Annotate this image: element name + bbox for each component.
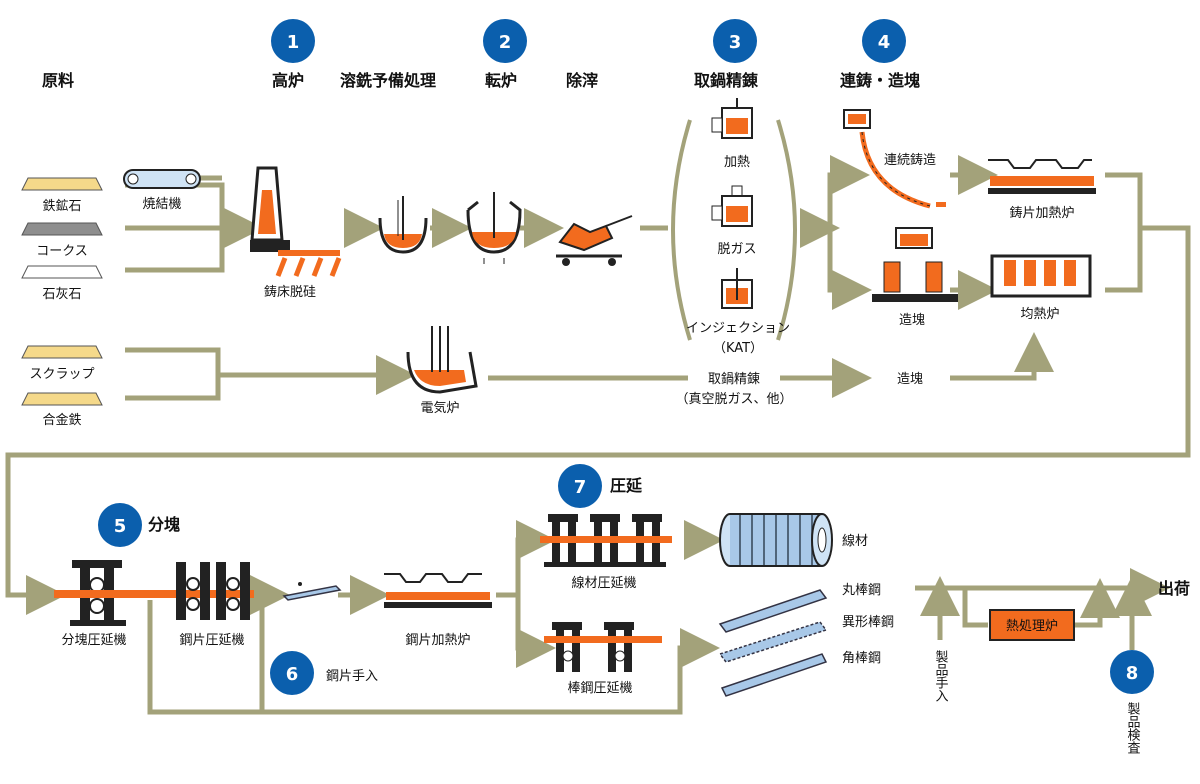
sinter-machine: 焼結機 <box>123 169 201 212</box>
header-ladle-refining: 取鍋精錬 <box>694 71 759 90</box>
heating-label: 加熱 <box>724 155 750 170</box>
product-conditioning-label: 製品手入 <box>933 650 949 702</box>
continuous-caster-icon: 連続鋳造 <box>843 109 946 209</box>
svg-text:鋳片加熱炉: 鋳片加熱炉 <box>1009 205 1074 221</box>
slab-reheating-furnace-icon: 鋳片加熱炉 <box>988 159 1096 221</box>
svg-text:造塊: 造塊 <box>899 312 925 328</box>
svg-text:鋼片圧延機: 鋼片圧延機 <box>179 633 244 648</box>
svg-text:鋼片加熱炉: 鋼片加熱炉 <box>405 633 470 648</box>
scrap-label: スクラップ <box>29 367 94 382</box>
injection-label: インジェクション <box>686 321 790 336</box>
alloy-iron-pile <box>21 392 103 406</box>
ladle-refining2-note: （真空脱ガス、他） <box>675 392 792 407</box>
electric-furnace-icon: 電気炉 <box>406 326 478 416</box>
wire-rod-label: 線材 <box>842 533 868 549</box>
svg-text:4: 4 <box>878 32 891 53</box>
step-badge-6: 6 <box>270 651 314 695</box>
kat-label: （KAT） <box>713 341 763 356</box>
svg-text:3: 3 <box>729 32 742 53</box>
slag-removal-icon <box>556 215 633 266</box>
svg-text:丸棒鋼: 丸棒鋼 <box>842 583 881 598</box>
flow-lines-bottom <box>147 520 1170 715</box>
svg-text:異形棒鋼: 異形棒鋼 <box>842 615 894 630</box>
svg-text:均熱炉: 均熱炉 <box>1020 307 1059 322</box>
step-badges: 1 2 3 4 5 6 7 8 <box>98 19 1154 695</box>
limestone-label: 石灰石 <box>42 287 81 302</box>
bar-mill-icon: 棒鋼圧延機 <box>544 622 662 696</box>
svg-text:5: 5 <box>114 516 127 537</box>
soaking-pit-icon: 均熱炉 <box>990 254 1092 322</box>
flow-lines-scrap <box>125 332 1054 401</box>
svg-text:角棒鋼: 角棒鋼 <box>842 651 881 666</box>
heat-treatment-furnace: 熱処理炉 <box>989 609 1075 641</box>
step-badge-8: 8 <box>1110 650 1154 694</box>
header-converter: 転炉 <box>485 71 517 90</box>
raw-materials: 鉄鉱石 コークス 石灰石 スクラップ 合金鉄 <box>21 177 103 428</box>
step-badge-5: 5 <box>98 503 142 547</box>
svg-text:線材圧延機: 線材圧延機 <box>571 575 636 591</box>
coke-label: コークス <box>36 244 88 259</box>
billet-conditioning-label: 鋼片手入 <box>326 669 378 684</box>
scrap-pile <box>21 345 103 359</box>
wire-rod-coil-icon: 線材 <box>719 513 868 567</box>
continuous-casting-label: 連続鋳造 <box>884 152 936 168</box>
svg-text:8: 8 <box>1126 663 1139 684</box>
header-pretreatment: 溶銑予備処理 <box>340 71 436 90</box>
shipping-label: 出荷 <box>1158 579 1190 598</box>
billet-mill-icon: 鋼片圧延機 <box>176 562 250 648</box>
coke-pile <box>21 222 103 236</box>
svg-text:電気炉: 電気炉 <box>420 400 459 416</box>
ingot-casting2-label: 造塊 <box>897 371 923 387</box>
flow-lines-top <box>5 155 1191 615</box>
iron-ore-label: 鉄鉱石 <box>42 198 81 214</box>
wire-rod-mill-icon: 線材圧延機 <box>540 514 672 591</box>
billet-reheating-furnace-icon: 鋼片加熱炉 <box>384 573 492 648</box>
round-bar-icon: 丸棒鋼 <box>718 583 881 633</box>
stage-headers: 原料 高炉 溶銑予備処理 転炉 除滓 取鍋精錬 連鋳・造塊 分塊 圧延 <box>42 71 920 534</box>
svg-text:7: 7 <box>574 477 587 498</box>
degassing-label: 脱ガス <box>717 242 756 257</box>
header-raw: 原料 <box>42 71 74 90</box>
svg-text:棒鋼圧延機: 棒鋼圧延機 <box>567 681 632 696</box>
deformed-bar-icon: 異形棒鋼 <box>718 615 894 663</box>
header-blast-furnace: 高炉 <box>272 71 304 90</box>
header-blooming: 分塊 <box>148 515 180 534</box>
ladle-refining-group: 加熱 脱ガス インジェクション （KAT） <box>671 98 797 356</box>
svg-text:6: 6 <box>286 664 299 685</box>
step-badge-4: 4 <box>862 19 906 63</box>
svg-text:1: 1 <box>287 32 300 53</box>
pretreatment-ladle-icon <box>378 196 428 254</box>
step-badge-3: 3 <box>713 19 757 63</box>
billet-icon <box>282 582 342 601</box>
blooming-mill-icon: 分塊圧延機 <box>54 560 254 648</box>
svg-text:分塊圧延機: 分塊圧延機 <box>61 632 126 648</box>
step-badge-2: 2 <box>483 19 527 63</box>
product-inspection-label: 製品検査 <box>1125 702 1141 754</box>
svg-text:2: 2 <box>499 32 512 53</box>
svg-text:焼結機: 焼結機 <box>142 197 181 212</box>
ladle-refining2-label: 取鍋精錬 <box>708 371 760 387</box>
desiliconization-label: 鋳床脱硅 <box>264 284 316 300</box>
header-slag-removal: 除滓 <box>566 71 598 90</box>
header-casting: 連鋳・造塊 <box>840 71 920 90</box>
header-rolling: 圧延 <box>610 476 643 495</box>
blast-furnace-icon: 鋳床脱硅 <box>250 166 342 300</box>
ingot-casting-icon: 造塊 <box>872 227 958 328</box>
iron-ore-pile <box>21 177 103 191</box>
limestone-pile <box>21 265 103 279</box>
step-badge-7: 7 <box>558 464 602 508</box>
step-badge-1: 1 <box>271 19 315 63</box>
alloy-iron-label: 合金鉄 <box>42 412 81 428</box>
converter-icon <box>466 192 522 264</box>
square-bar-icon: 角棒鋼 <box>720 651 881 697</box>
svg-text:熱処理炉: 熱処理炉 <box>1006 619 1058 634</box>
